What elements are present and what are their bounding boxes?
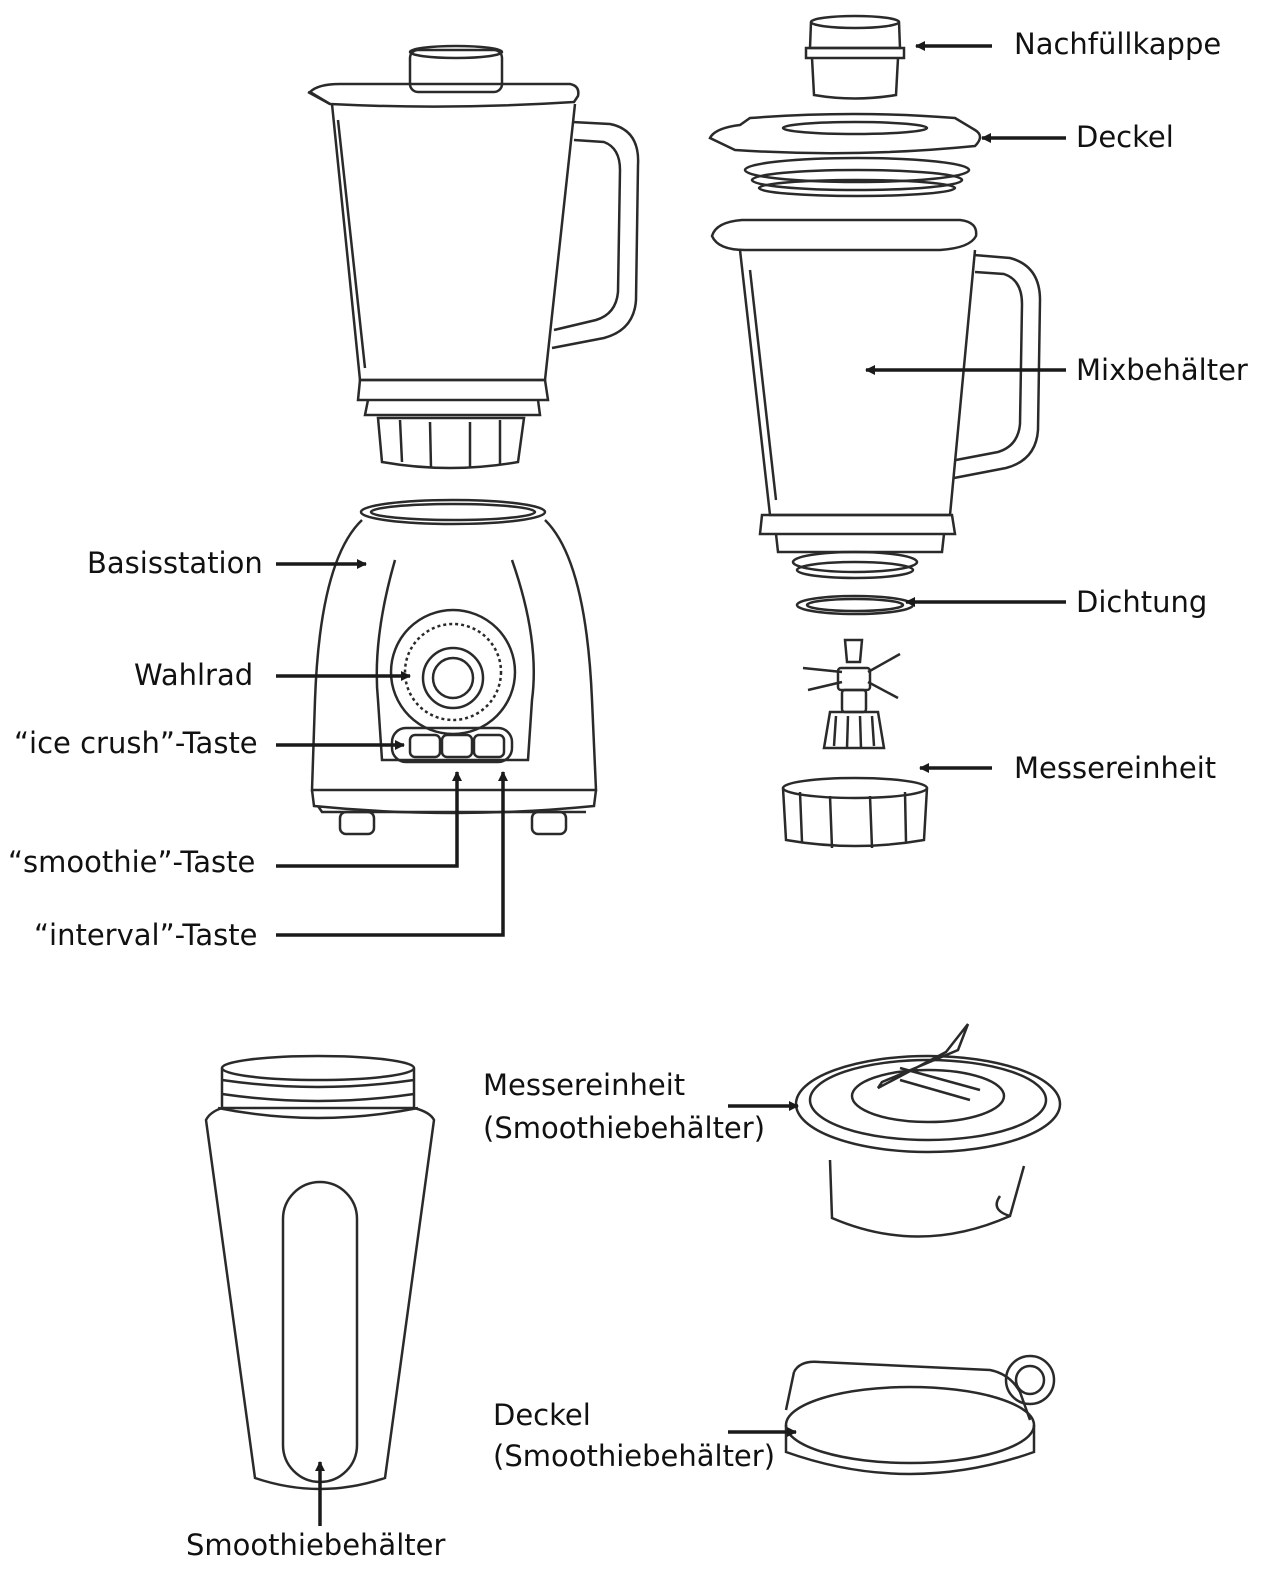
- label-smoothie-taste: “smoothie”-Taste: [8, 845, 256, 879]
- label-deckel-smoothie: Deckel (Smoothiebehälter): [493, 1398, 775, 1474]
- label-smoothiebehaelter: Smoothiebehälter: [186, 1528, 446, 1562]
- callout-arrows: [276, 41, 1066, 1526]
- label-wahlrad: Wahlrad: [134, 658, 254, 692]
- label-basisstation: Basisstation: [87, 546, 263, 580]
- smoothie-bottle-drawing: [204, 1054, 436, 1491]
- exploded-seal: [795, 594, 915, 616]
- label-messereinheit-smoothie: Messereinheit (Smoothiebehälter): [483, 1068, 765, 1146]
- smoothie-blade-unit-drawing: [794, 1023, 1062, 1238]
- arrow-smoothie-taste: [276, 771, 462, 868]
- assembled-jar: [307, 44, 640, 470]
- exploded-jar: [710, 218, 1042, 580]
- label-deckel: Deckel: [1076, 120, 1174, 154]
- label-messereinheit-smoothie-line2: (Smoothiebehälter): [483, 1110, 766, 1145]
- smoothie-lid-drawing: [784, 1354, 1056, 1476]
- label-messereinheit-smoothie-line1: Messereinheit: [483, 1068, 686, 1102]
- label-deckel-smoothie-line1: Deckel: [493, 1398, 591, 1432]
- label-ice-crush-taste: “ice crush”-Taste: [14, 726, 258, 760]
- exploded-refill-cap: [804, 14, 906, 100]
- label-deckel-smoothie-line2: (Smoothiebehälter): [493, 1438, 776, 1473]
- arrow-interval-taste: [276, 771, 508, 937]
- exploded-lid: [708, 112, 982, 198]
- label-messereinheit: Messereinheit: [1014, 751, 1217, 785]
- base-station-drawing: [310, 498, 598, 836]
- label-dichtung: Dichtung: [1076, 585, 1208, 619]
- label-nachfuellkappe: Nachfüllkappe: [1014, 27, 1222, 61]
- label-mixbehaelter: Mixbehälter: [1076, 353, 1248, 387]
- exploded-blade-unit: [781, 638, 929, 849]
- label-interval-taste: “interval”-Taste: [34, 918, 258, 952]
